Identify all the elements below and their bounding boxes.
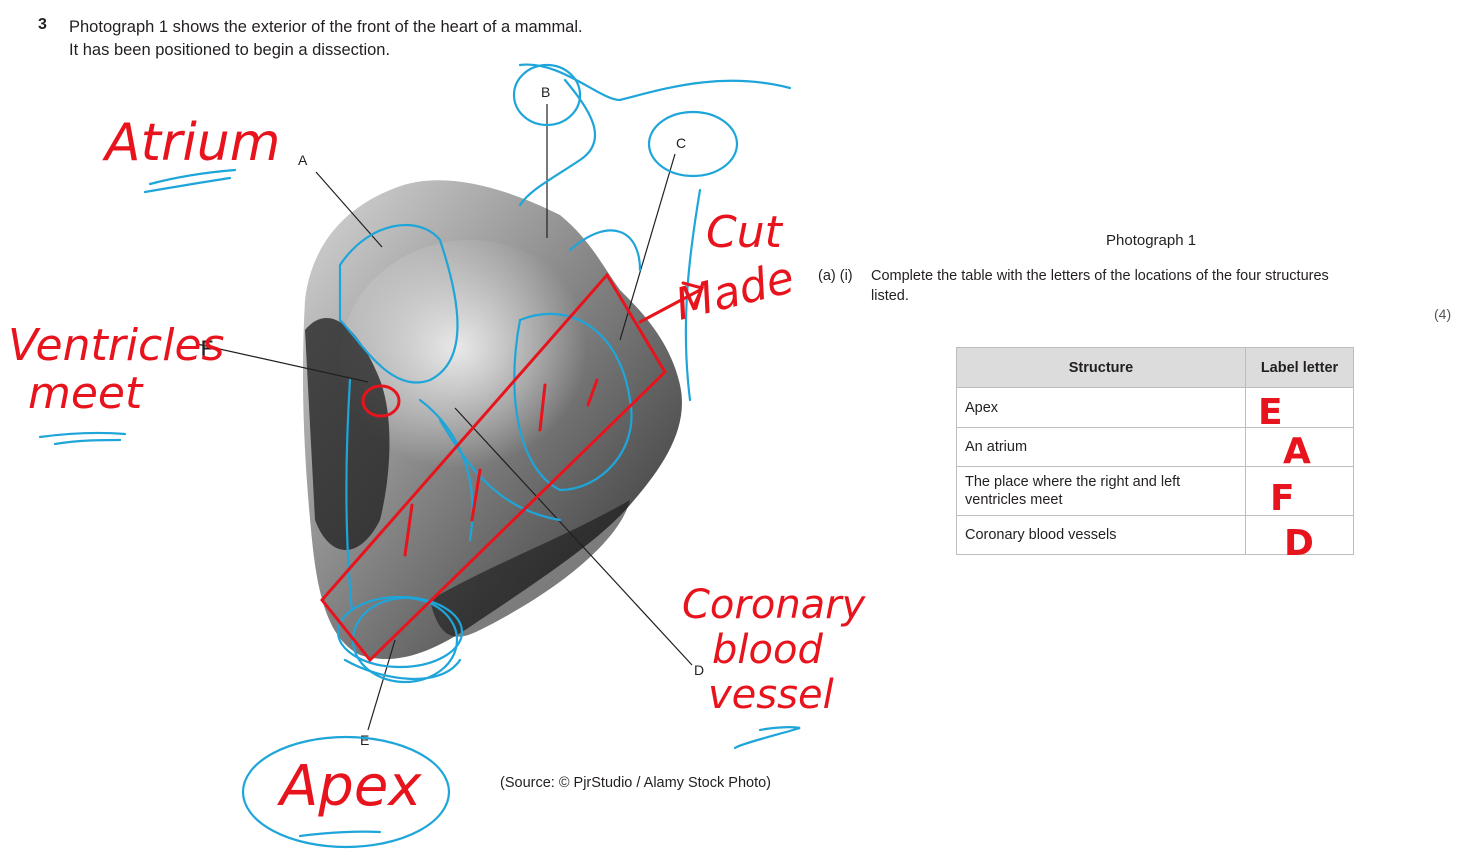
- photo-label-d: D: [694, 662, 704, 678]
- table-header-structure: Structure: [956, 347, 1246, 388]
- photo-label-b: B: [541, 84, 550, 100]
- table-row: The place where the right and left ventr…: [956, 466, 1354, 516]
- structure-cell: Apex: [956, 387, 1246, 428]
- photo-label-a: A: [298, 152, 308, 168]
- part-label: (a) (i): [818, 268, 853, 284]
- table-header-label-letter: Label letter: [1245, 347, 1354, 388]
- ventricles-circle: [361, 384, 401, 418]
- annotation-coronary-line-1: Coronary: [682, 582, 867, 628]
- answer-cell[interactable]: [1245, 515, 1354, 555]
- heart-highlight: [340, 240, 600, 480]
- structure-table: Structure Label letter Apex An atrium Th…: [956, 347, 1354, 555]
- structure-cell: Coronary blood vessels: [956, 515, 1246, 555]
- photo-label-c: C: [676, 135, 686, 151]
- question-stem: Photograph 1 shows the exterior of the f…: [69, 16, 583, 62]
- photo-caption: Photograph 1: [1106, 232, 1197, 249]
- question-stem-line-1: Photograph 1 shows the exterior of the f…: [69, 18, 583, 36]
- annotation-coronary-line-3: vessel: [708, 672, 834, 718]
- cut-rectangle: [320, 272, 667, 663]
- annotation-atrium: Atrium: [102, 113, 280, 173]
- table-row: Coronary blood vessels: [956, 515, 1354, 555]
- structure-cell: An atrium: [956, 427, 1246, 467]
- annotation-ventricles-line-1: Ventricles: [8, 320, 224, 371]
- annotation-coronary-line-2: blood: [712, 627, 823, 673]
- annotation-ventricles-line-2: meet: [28, 368, 144, 419]
- handwritten-label-f: F: [200, 336, 214, 364]
- photo-source: (Source: © PjrStudio / Alamy Stock Photo…: [500, 775, 771, 791]
- blue-ink-annotations: [38, 63, 801, 849]
- answer-cell[interactable]: [1245, 466, 1354, 516]
- red-ink-annotations: [320, 272, 705, 663]
- table-row: An atrium: [956, 427, 1354, 467]
- question-part: (a) (i) Complete the table with the lett…: [818, 266, 1348, 306]
- annotation-apex: Apex: [277, 754, 422, 819]
- marks-indicator: (4): [1434, 306, 1452, 322]
- question-stem-line-2: It has been positioned to begin a dissec…: [69, 41, 391, 59]
- heart-shadow-bottom: [430, 500, 630, 637]
- answer-cell[interactable]: [1245, 387, 1354, 428]
- answer-cell[interactable]: [1245, 427, 1354, 467]
- question-number: 3: [38, 16, 47, 33]
- part-instruction: Complete the table with the letters of t…: [871, 268, 1329, 304]
- photo-label-e: E: [360, 732, 369, 748]
- structure-cell: The place where the right and left ventr…: [956, 466, 1246, 516]
- table-row: Apex: [956, 387, 1354, 428]
- annotation-cut-line-1: Cut: [706, 207, 784, 258]
